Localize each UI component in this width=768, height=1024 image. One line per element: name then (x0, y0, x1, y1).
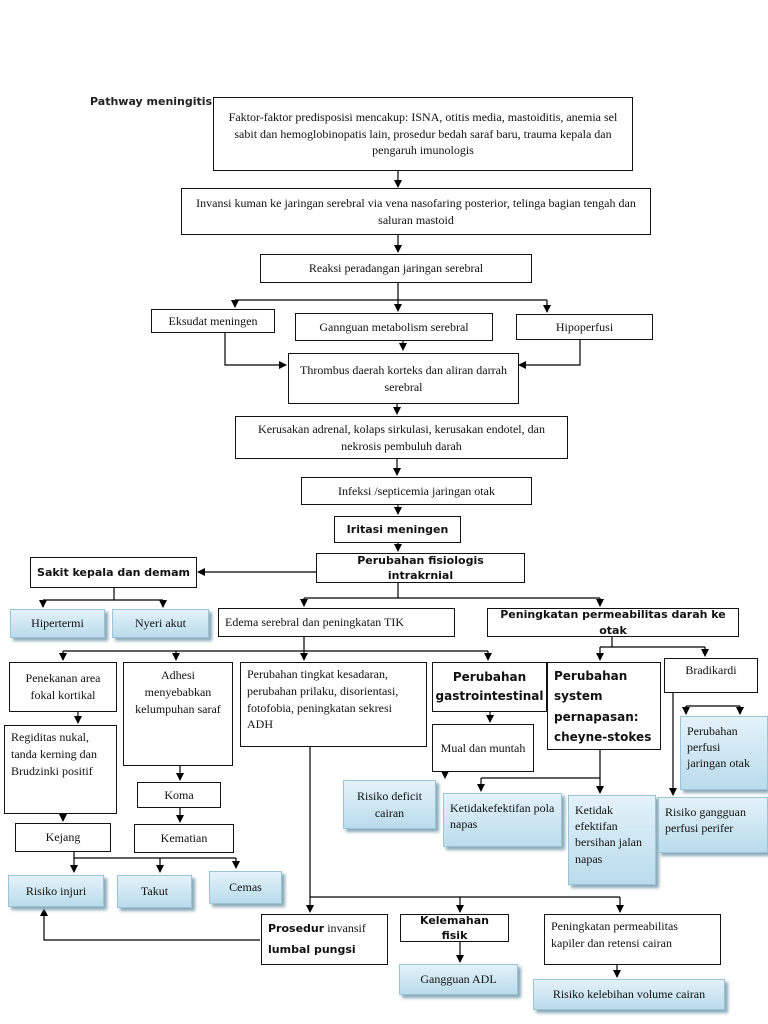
diagnosis-gangguan-adl: Gangguan ADL (399, 964, 518, 995)
node-perubahan-tingkat-kesadaran: Perubahan tingkat kesadaran, perubahan p… (240, 662, 427, 747)
node-prosedur-lumbal-pungsi: Prosedur invansif lumbal pungsi (261, 914, 388, 965)
diagnosis-ketidakefektifan-pola-napas: Ketidakefektifan pola napas (443, 793, 562, 847)
node-mual-muntah: Mual dan muntah (432, 724, 534, 772)
prosedur-label-b: invansif (324, 921, 366, 935)
diagnosis-cemas: Cemas (209, 871, 282, 904)
node-kejang: Kejang (15, 823, 111, 852)
node-gangguan-metabolism: Gannguan metabolism serebral (295, 313, 493, 341)
diagnosis-risiko-perfusi-perifer: Risiko gangguan perfusi perifer (658, 797, 768, 853)
node-penekanan-area: Penekanan area fokal kortikal (9, 662, 117, 712)
diagnosis-hipertermi: Hipertermi (10, 609, 105, 638)
diagnosis-perubahan-perfusi-otak: Perubahan perfusi jaringan otak (680, 716, 768, 790)
diagnosis-risiko-injuri: Risiko injuri (8, 875, 104, 907)
diagnosis-ketidakefektifan-jalan-napas: Ketidak efektifan bersihan jalan napas (568, 795, 656, 885)
node-bradikardi: Bradikardi (664, 658, 758, 693)
node-perubahan-fisiologis: Perubahan fisiologis intrakrnial (316, 553, 525, 583)
node-faktor-predisposisi: Faktor-faktor predisposisi mencakup: ISN… (213, 97, 633, 171)
diagnosis-risiko-deficit-cairan: Risiko deficit cairan (343, 780, 436, 829)
node-sakit-kepala-demam: Sakit kepala dan demam (30, 557, 197, 588)
node-invansi-kuman: Invansi kuman ke jaringan serebral via v… (181, 188, 651, 235)
node-perubahan-pernapasan: Perubahan system pernapasan: cheyne-stok… (547, 662, 661, 750)
diagnosis-risiko-kelebihan-volume: Risiko kelebihan volume cairan (533, 979, 725, 1010)
node-eksudat-meningen: Eksudat meningen (151, 309, 275, 333)
node-kematian: Kematian (134, 824, 234, 853)
node-peningkatan-permeabilitas-kapiler: Peningkatan permeabilitas kapiler dan re… (544, 914, 721, 965)
node-thrombus: Thrombus daerah korteks dan aliran darra… (288, 353, 519, 404)
diagnosis-takut: Takut (117, 875, 192, 908)
node-infeksi-septicemia: Infeksi /septicemia jaringan otak (301, 477, 532, 505)
node-iritasi-meningen: Iritasi meningen (334, 516, 461, 543)
diagnosis-nyeri-akut: Nyeri akut (112, 609, 209, 638)
node-kelemahan-fisik: Kelemahan fisik (400, 914, 509, 942)
prosedur-label-a: Prosedur (268, 922, 325, 935)
node-reaksi-peradangan: Reaksi peradangan jaringan serebral (260, 254, 532, 283)
page-title: Pathway meningitis (90, 95, 213, 108)
node-hipoperfusi: Hipoperfusi (516, 314, 653, 340)
node-koma: Koma (137, 782, 221, 808)
node-peningkatan-permeabilitas: Peningkatan permeabilitas darah ke otak (487, 608, 739, 637)
prosedur-label-c: lumbal pungsi (268, 942, 356, 956)
node-regiditas-nukal: Regiditas nukal, tanda kerning dan Brudz… (4, 725, 117, 814)
node-edema-serebral: Edema serebral dan peningkatan TIK (218, 608, 455, 637)
node-kerusakan-adrenal: Kerusakan adrenal, kolaps sirkulasi, ker… (235, 416, 568, 459)
node-adhesi: Adhesi menyebabkan kelumpuhan saraf (123, 662, 233, 766)
node-perubahan-gastrointestinal: Perubahan gastrointestinal (432, 662, 547, 712)
